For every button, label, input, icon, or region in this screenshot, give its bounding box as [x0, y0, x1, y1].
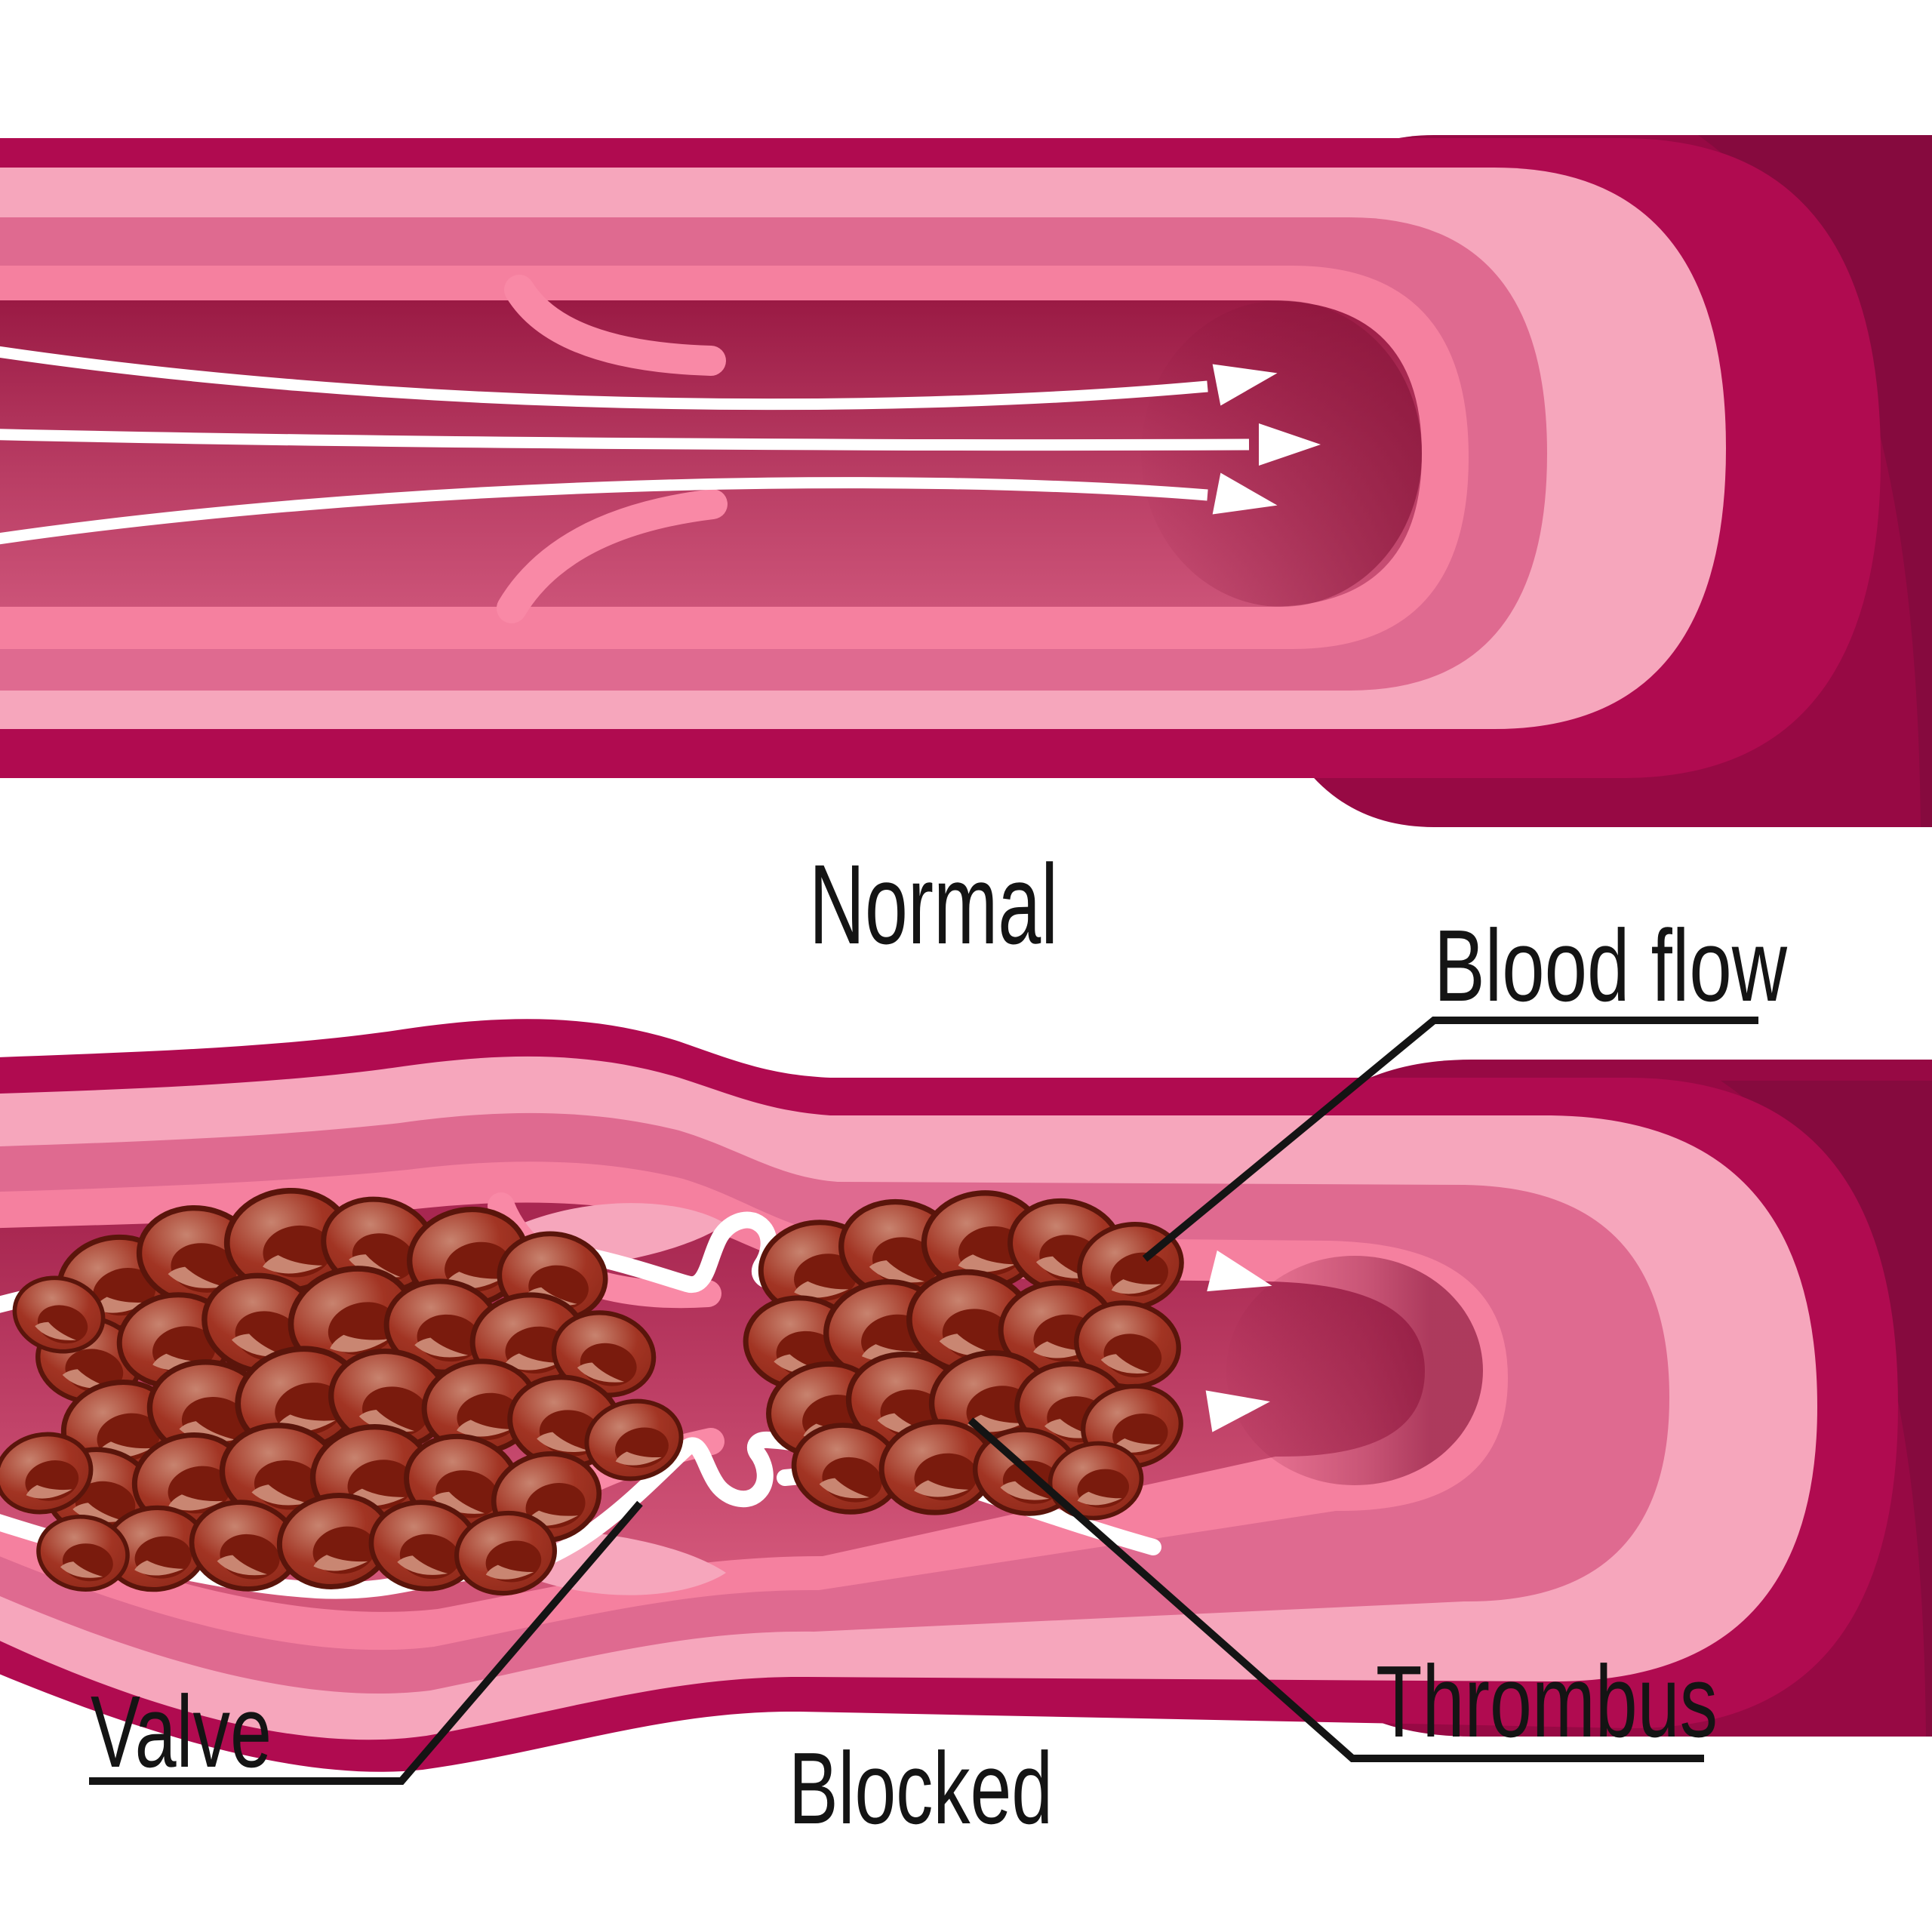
red-blood-cell — [906, 1269, 1035, 1376]
vessel-outer-shadow — [1698, 135, 1932, 827]
red-blood-cell — [878, 1419, 996, 1515]
valve-flap-lower — [497, 489, 728, 623]
red-blood-cell — [921, 1190, 1044, 1291]
blocked-vessel — [0, 1019, 1932, 1772]
annotations: Normal Blood flow Valve Thrombus Blocked — [89, 841, 1787, 1845]
normal-vessel — [0, 135, 1932, 827]
lumen-end-shading — [1226, 1256, 1483, 1485]
label-thrombus: Thrombus — [1376, 1644, 1718, 1758]
red-blood-cell — [368, 1500, 480, 1592]
label-blood-flow: Blood flow — [1434, 909, 1787, 1023]
pointer-line-thrombus — [968, 1417, 1704, 1762]
thrombus-cells — [0, 1187, 1184, 1596]
blood-flow-arrows-normal — [0, 346, 1321, 545]
label-valve: Valve — [91, 1675, 272, 1789]
label-normal: Normal — [809, 841, 1058, 968]
red-blood-cell — [36, 1514, 130, 1592]
red-blood-cell — [328, 1348, 451, 1451]
red-blood-cell — [1048, 1441, 1144, 1521]
vessel-lumen — [0, 300, 1422, 607]
red-blood-cell — [276, 1493, 394, 1589]
red-blood-cell — [551, 1310, 657, 1398]
flow-arrowhead-bottom — [1212, 472, 1278, 515]
flow-line-bottom — [0, 477, 1208, 545]
pointer-line-blood-flow — [1142, 1017, 1758, 1262]
flow-arrowhead-lower — [1205, 1390, 1270, 1432]
flow-line-top — [0, 346, 1208, 411]
label-blocked: Blocked — [789, 1731, 1053, 1845]
red-blood-cell — [219, 1423, 343, 1524]
flow-arrowhead-middle — [1259, 423, 1321, 466]
flow-arrowhead-upper — [1207, 1250, 1272, 1292]
pointer-line-valve — [89, 1500, 643, 1785]
flow-arrowhead-top — [1212, 364, 1278, 406]
red-blood-cell — [454, 1510, 557, 1596]
vessel-outer-shadow — [1721, 1081, 1932, 1737]
red-blood-cell — [223, 1187, 353, 1294]
valve-flap-upper — [504, 275, 726, 376]
red-blood-cell — [584, 1398, 684, 1481]
red-blood-cell — [0, 1432, 94, 1515]
flow-line-middle — [0, 429, 1250, 451]
red-blood-cell — [1074, 1300, 1181, 1389]
red-blood-cell — [421, 1358, 539, 1455]
